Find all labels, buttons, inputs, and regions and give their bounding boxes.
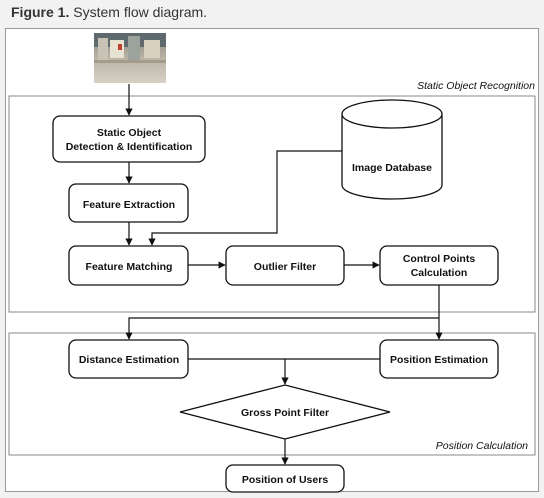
figure-title: System flow diagram. xyxy=(73,4,208,20)
image-database-label: Image Database xyxy=(352,162,432,174)
gross-point-filter-label: Gross Point Filter xyxy=(241,407,329,419)
static-object-detection-line1: Static Object xyxy=(97,127,162,139)
static-section-label: Static Object Recognition xyxy=(417,80,535,92)
position-estimation-label: Position Estimation xyxy=(390,354,488,366)
position-calculation-section xyxy=(8,332,536,456)
arrow-database-to-matching xyxy=(148,150,342,246)
feature-extraction-label: Feature Extraction xyxy=(83,199,175,211)
image-database-cylinder xyxy=(341,99,443,200)
control-points-line2: Calculation xyxy=(411,267,468,279)
figure-caption: Figure 1. System flow diagram. xyxy=(11,4,207,20)
control-points-box xyxy=(379,245,499,286)
feature-matching-label: Feature Matching xyxy=(86,261,173,273)
control-points-line1: Control Points xyxy=(403,253,475,265)
static-object-detection-line2: Detection & Identification xyxy=(66,141,193,153)
static-object-recognition-section xyxy=(8,95,536,313)
position-of-users-box xyxy=(225,464,345,493)
distance-estimation-label: Distance Estimation xyxy=(79,354,179,366)
arrow-control-to-distance xyxy=(125,317,439,340)
input-photo xyxy=(94,33,166,83)
figure-label: Figure 1. xyxy=(11,4,70,20)
position-of-users-label: Position of Users xyxy=(242,474,329,486)
outlier-filter-label: Outlier Filter xyxy=(254,261,316,273)
position-section-label: Position Calculation xyxy=(436,440,528,452)
static-object-detection-box xyxy=(52,115,206,163)
gross-point-filter-diamond xyxy=(179,384,391,440)
